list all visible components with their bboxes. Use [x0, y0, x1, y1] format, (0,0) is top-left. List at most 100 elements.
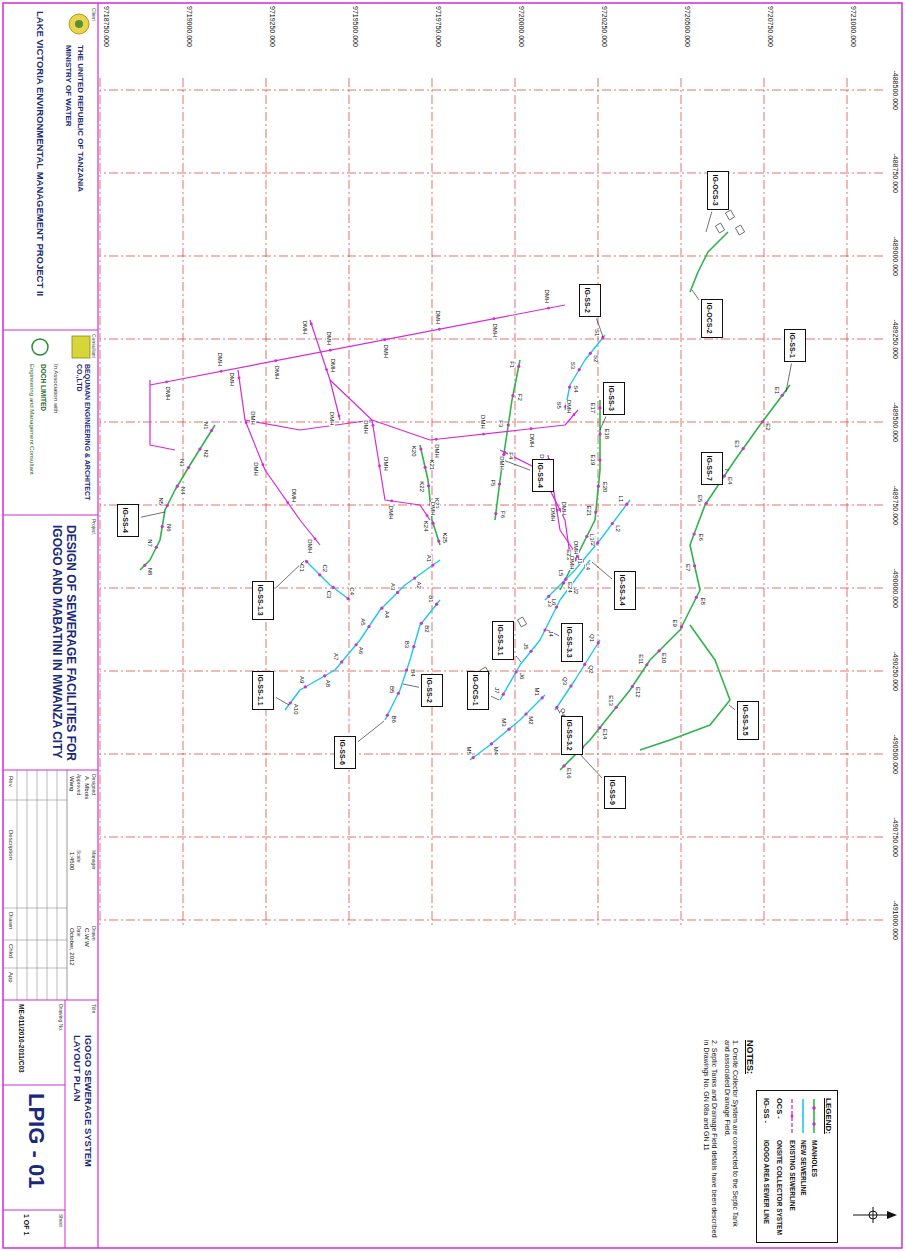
manhole-label: DMH [274, 366, 280, 380]
cell-value: Wang [69, 776, 76, 791]
line-tag-text: IG-SS-1 [789, 333, 796, 358]
consultant-cell: BEQUMAN ENGINEERING & ARCHITECT CO.,LTDI… [5, 330, 97, 515]
legend-sample [813, 1122, 817, 1126]
manhole [420, 622, 423, 625]
manhole-label: E5 [697, 495, 703, 502]
line-tag-text: IG-OCS-3 [712, 175, 719, 206]
manhole-label: E16 [566, 768, 572, 779]
line-tag-text: IG-SS-9 [609, 780, 616, 805]
table-line [27, 770, 28, 1000]
line-tag-text: IG-OCS-1 [472, 675, 479, 706]
leader-line [729, 705, 735, 710]
grid-line [681, 78, 682, 925]
cell-caption: Client [90, 8, 96, 21]
legend-heading: LEGEND: [824, 1098, 833, 1235]
grid-line [100, 256, 883, 257]
legend-sample [811, 1098, 819, 1134]
manhole-label: DMH [165, 387, 171, 401]
grid-coordinate: -489000.000 [891, 237, 899, 276]
manhole [589, 352, 592, 355]
drawing-number-cell: Drawing No.ME-011/2010-2011/C03LPIG - 01… [5, 1000, 65, 1246]
manhole-label: E7 [685, 564, 691, 571]
leader-line [503, 460, 530, 470]
manhole-label: DMH [307, 539, 313, 553]
manhole [304, 685, 307, 688]
client-name: THE UNITED REPUBLIC OF TANZANIA [76, 45, 85, 192]
existing-sewer-line [150, 380, 175, 450]
manhole [511, 394, 514, 397]
note-text: 1. Onsite Collector System are connected… [723, 1040, 739, 1240]
manhole [507, 728, 510, 731]
manhole-label: S1 [594, 329, 600, 336]
manhole-label: E10 [661, 653, 667, 664]
grid-line [764, 78, 765, 925]
manhole-label: DMH [430, 502, 436, 516]
manhole [346, 597, 349, 600]
legend-row: NEW SEWERLINE [798, 1098, 809, 1235]
manhole [412, 645, 415, 648]
leader-line [706, 212, 712, 233]
drawing-title: IGOGO SEWERAGE SYSTEM LAYOUT PLAN [71, 1035, 93, 1185]
table-line [3, 940, 67, 941]
manhole-label: DMH [573, 541, 579, 555]
manhole-label: E20 [602, 482, 608, 493]
leader-line [786, 364, 791, 393]
manhole-label: DMH [329, 412, 335, 426]
client-emblem [69, 14, 89, 34]
manhole [329, 349, 332, 352]
cell-caption: Approved [76, 774, 82, 795]
manhole [472, 756, 475, 759]
manhole-label: DMH [363, 420, 369, 434]
manhole [325, 368, 328, 371]
manhole [396, 591, 399, 594]
manhole [492, 317, 495, 320]
manhole [354, 643, 357, 646]
sheet-number: 1 OF 1 [22, 1214, 30, 1235]
manhole-label: L3 [589, 534, 595, 541]
manhole-label: DMH [566, 400, 572, 414]
septic-tank [725, 210, 734, 220]
manhole-label: E19 [590, 455, 596, 466]
manhole [761, 420, 764, 423]
manhole [386, 714, 389, 717]
line-tag: IG-SS-7 [701, 452, 723, 485]
manhole [426, 514, 429, 517]
line-tag-text: IG-SS-3.1 [497, 625, 504, 656]
manhole-label: C4 [349, 587, 355, 595]
cell-caption: Scale [76, 850, 82, 863]
manhole-label: F1 [509, 361, 515, 368]
manhole [397, 692, 400, 695]
grid-coordinate: 9721000.000 [849, 6, 857, 47]
legend-sample [800, 1098, 808, 1134]
title-block-line [65, 1000, 66, 1248]
grid-line [349, 78, 350, 925]
manhole [367, 625, 370, 628]
cell-value: C.W.W [83, 928, 90, 947]
manhole [547, 595, 550, 598]
cell-value: October, 2012 [69, 928, 76, 966]
grid-line [100, 754, 883, 755]
note-text: 2. Septic Tanks and Drainage Field detai… [702, 1040, 718, 1240]
manhole-label: A3 [390, 583, 396, 590]
manhole-label: A5 [360, 618, 366, 625]
existing-sewer-line [150, 305, 565, 385]
manhole-label: DMH [291, 489, 297, 503]
leader-line [403, 684, 419, 687]
manhole-label: J5 [523, 643, 529, 649]
line-tag-text: IG-SS-2 [426, 678, 433, 703]
manhole [693, 532, 696, 535]
leader-line [141, 512, 165, 517]
manhole [424, 466, 427, 469]
manhole-label: J1 [577, 558, 583, 564]
grid-coordinate: -488750.000 [891, 154, 899, 193]
manhole-label: M5 [466, 746, 472, 754]
manhole [220, 370, 223, 373]
consultant-name: BEQUMAN ENGINEERING & ARCHITECT CO.,LTD [75, 364, 91, 509]
manhole-label: S3 [570, 362, 576, 369]
grid-coordinate: 9720750.000 [766, 6, 774, 47]
existing-sewer-line [430, 410, 578, 440]
manhole-label: S2 [593, 355, 599, 362]
manhole-label: DMH [434, 444, 440, 458]
new-sewer-line [690, 232, 728, 292]
drawing-number: ME-011/2010-2011/C03 [18, 1004, 25, 1073]
